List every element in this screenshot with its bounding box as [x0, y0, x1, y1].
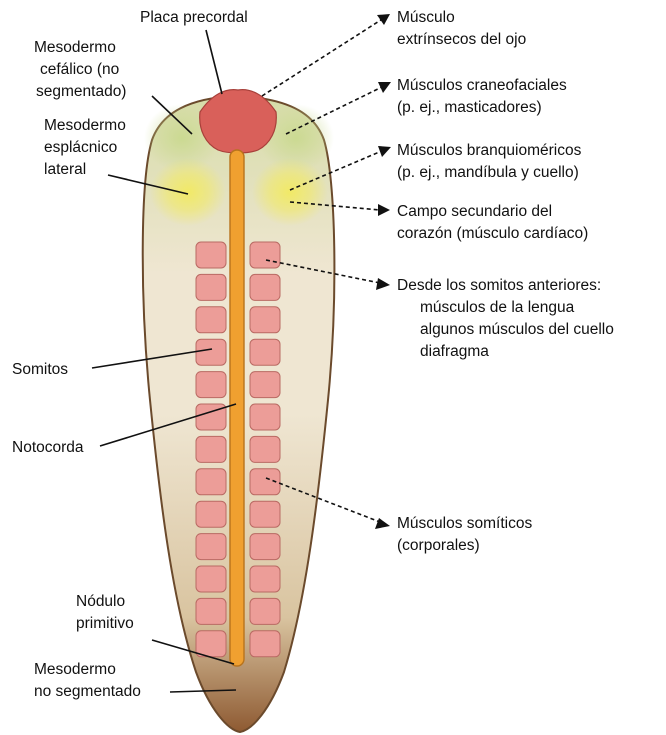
label-musculos-branquiomericos: Músculos branquioméricos (p. ej., mandíb…: [397, 142, 586, 181]
somite-right-1: [250, 242, 280, 268]
label-musculo-extrinsecos: Músculo extrínsecos del ojo: [397, 9, 526, 48]
arrowhead-somitos-anteriores: [376, 278, 390, 290]
somite-left-5: [196, 372, 226, 398]
somite-left-1: [196, 242, 226, 268]
label-musculos-somiticos: Músculos somíticos (corporales): [397, 515, 537, 554]
somite-right-7: [250, 436, 280, 462]
somite-right-2: [250, 274, 280, 300]
arrow-extrinsecos: [262, 18, 384, 96]
somite-left-11: [196, 566, 226, 592]
somite-left-10: [196, 534, 226, 560]
arrowhead-campo-secundario: [378, 204, 390, 216]
somite-left-7: [196, 436, 226, 462]
somite-left-4: [196, 339, 226, 365]
somite-left-2: [196, 274, 226, 300]
arrowhead-somiticos: [375, 518, 390, 529]
label-nodulo-primitivo: Nódulo primitivo: [76, 593, 134, 632]
somite-right-12: [250, 598, 280, 624]
somite-right-4: [250, 339, 280, 365]
somite-right-11: [250, 566, 280, 592]
somite-left-3: [196, 307, 226, 333]
somite-right-3: [250, 307, 280, 333]
label-mesodermo-no-segmentado: Mesodermo no segmentado: [34, 661, 141, 700]
label-mesodermo-esplacnico: Mesodermo esplácnico lateral: [44, 117, 130, 178]
somite-right-9: [250, 501, 280, 527]
splanchnic-mesoderm-left: [150, 158, 226, 226]
somite-left-9: [196, 501, 226, 527]
somite-right-5: [250, 372, 280, 398]
splanchnic-mesoderm-right: [252, 158, 328, 226]
label-musculos-craneofaciales: Músculos craneofaciales (p. ej., mastica…: [397, 77, 571, 116]
label-campo-secundario: Campo secundario del corazón (músculo ca…: [397, 203, 588, 242]
label-notocorda: Notocorda: [12, 439, 84, 456]
notochord: [230, 150, 244, 666]
label-somitos-anteriores: Desde los somitos anteriores: músculos d…: [397, 277, 618, 360]
arrowhead-branquiomericos: [378, 146, 391, 157]
somite-right-13: [250, 631, 280, 657]
arrowhead-craneofaciales: [378, 82, 391, 93]
somite-left-8: [196, 469, 226, 495]
somite-left-13: [196, 631, 226, 657]
label-somitos: Somitos: [12, 361, 68, 378]
label-mesodermo-cefalico: Mesodermo cefálico (no segmentado): [34, 39, 126, 100]
arrowhead-extrinsecos: [377, 14, 390, 25]
precordal-plate: [200, 90, 277, 153]
somite-right-10: [250, 534, 280, 560]
somite-right-6: [250, 404, 280, 430]
label-placa-precordal: Placa precordal: [140, 9, 248, 26]
somite-left-12: [196, 598, 226, 624]
leader-placa-precordal: [206, 30, 222, 94]
